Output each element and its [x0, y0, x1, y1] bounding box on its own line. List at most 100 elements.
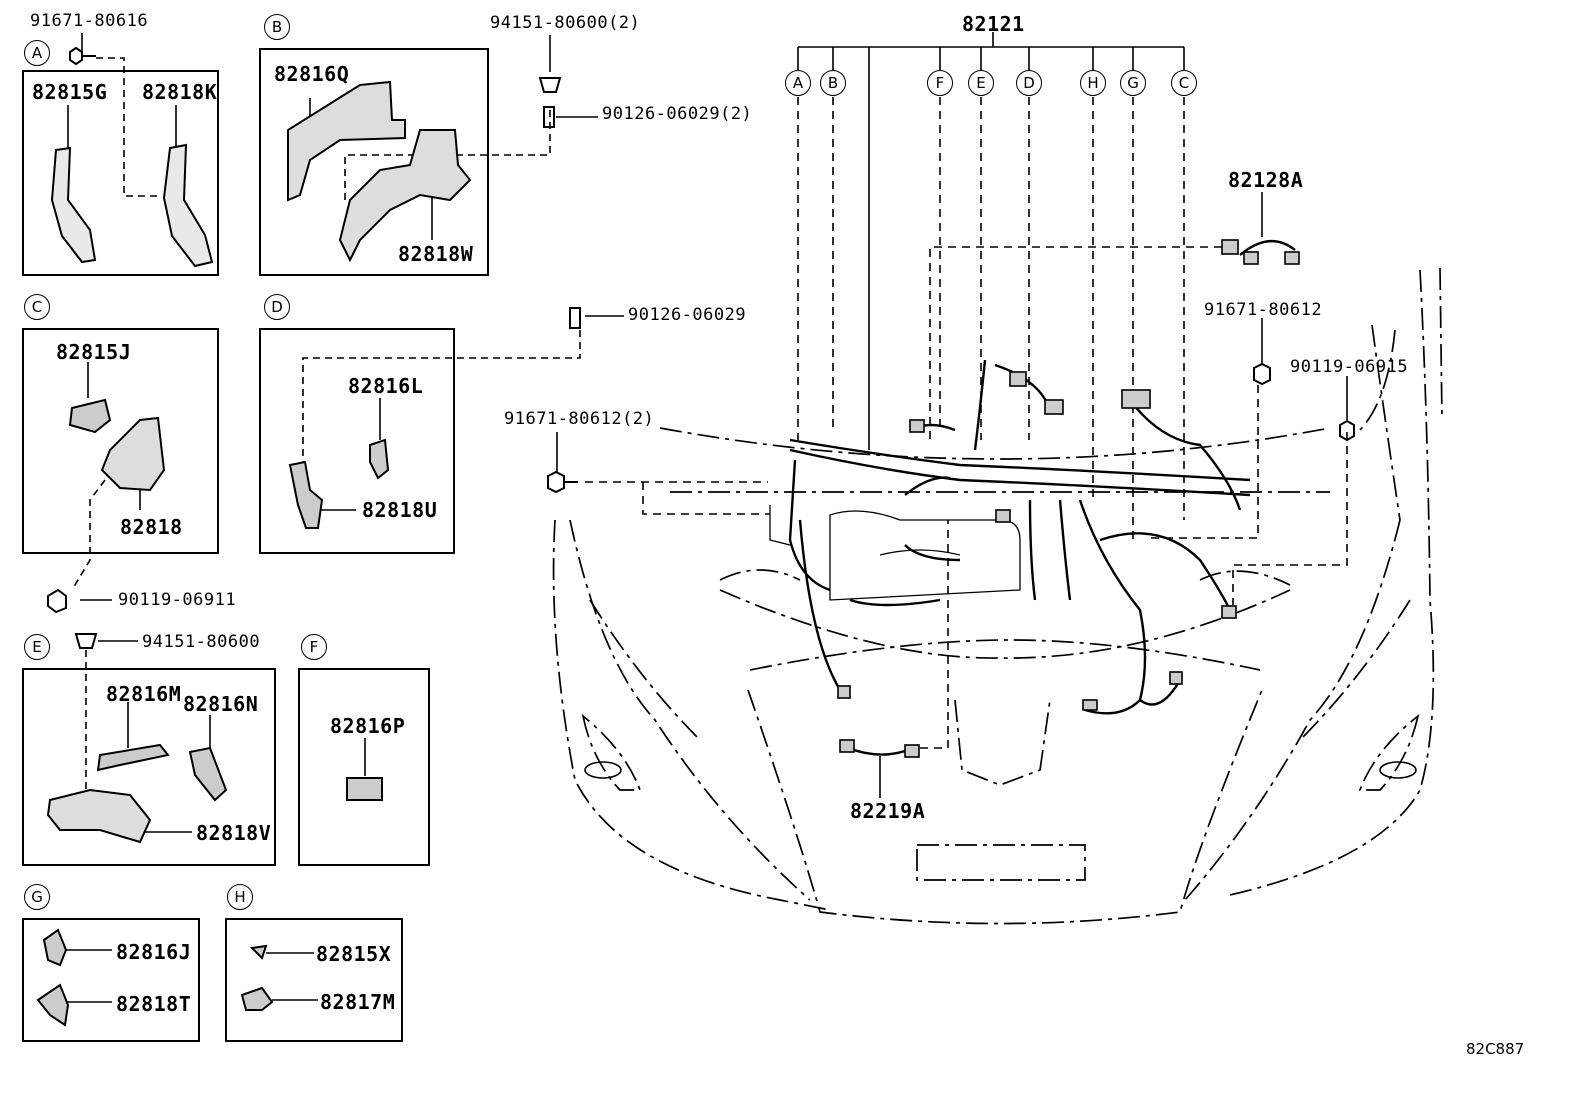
section-marker-B: B [264, 14, 290, 40]
part-82816J [42, 928, 68, 967]
branch-marker-A: A [785, 70, 811, 96]
part-82815J [68, 398, 112, 434]
connector-icon [1082, 699, 1098, 711]
section-box-E [22, 668, 276, 866]
section-marker-A: A [24, 40, 50, 66]
label-91671-80612[interactable]: 91671-80612 [1204, 300, 1323, 320]
vehicle-front-outline [552, 267, 1443, 925]
section-box-G [22, 918, 200, 1042]
connector-icon [837, 685, 851, 699]
section-marker-E: E [24, 634, 50, 660]
part-82818U [288, 460, 324, 529]
label-82816Q[interactable]: 82816Q [274, 62, 350, 86]
diagram-reference-code: 82C887 [1466, 1040, 1525, 1058]
label-90119-06915[interactable]: 90119-06915 [1290, 357, 1409, 377]
part-82818T [36, 983, 70, 1027]
engine-wire-harness [788, 239, 1296, 756]
branch-marker-F: F [927, 70, 953, 96]
connector-icon [909, 419, 925, 433]
label-82818W[interactable]: 82818W [398, 242, 474, 266]
label-82816J[interactable]: 82816J [116, 940, 192, 964]
label-82816P[interactable]: 82816P [330, 714, 406, 738]
section-marker-D: D [264, 294, 290, 320]
connector-icon [1243, 251, 1259, 265]
section-box-C [22, 328, 219, 554]
clip-icon [543, 106, 555, 128]
part-82816P [346, 777, 383, 801]
section-box-H [225, 918, 403, 1042]
label-90126-06029-2[interactable]: 90126-06029(2) [602, 104, 753, 124]
label-82817M[interactable]: 82817M [320, 990, 396, 1014]
label-82818T[interactable]: 82818T [116, 992, 192, 1016]
harness-bracket [797, 32, 1185, 450]
bolt-icon [547, 470, 578, 494]
section-marker-C: C [24, 294, 50, 320]
engine-detail [769, 505, 791, 546]
part-82817M [240, 986, 274, 1011]
label-82818[interactable]: 82818 [120, 515, 183, 539]
label-82816L[interactable]: 82816L [348, 374, 424, 398]
part-82818 [100, 416, 166, 492]
label-91671-80612-2[interactable]: 91671-80612(2) [504, 409, 655, 429]
label-82815G[interactable]: 82815G [32, 80, 108, 104]
branch-marker-C: C [1171, 70, 1197, 96]
label-82815X[interactable]: 82815X [316, 942, 392, 966]
label-82818K[interactable]: 82818K [142, 80, 218, 104]
section-box-F [298, 668, 430, 866]
fog-lamp-right [1379, 761, 1417, 779]
connector-icon [1169, 671, 1183, 685]
section-marker-G: G [24, 884, 50, 910]
label-82818V[interactable]: 82818V [196, 821, 272, 845]
clip-icon [569, 307, 581, 329]
section-box-A [22, 70, 219, 276]
bolt-icon [47, 588, 67, 614]
branch-marker-E: E [968, 70, 994, 96]
fog-lamp-left [584, 761, 622, 779]
bolt-icon [1339, 419, 1355, 442]
bolt-icon [1253, 362, 1271, 386]
part-82816N [188, 746, 228, 802]
section-marker-H: H [227, 884, 253, 910]
section-box-B [259, 48, 489, 276]
part-82815X [249, 944, 268, 960]
dashed-leader [71, 479, 106, 591]
label-82816N[interactable]: 82816N [183, 692, 259, 716]
connector-icon [1221, 605, 1237, 619]
section-box-D [259, 328, 455, 554]
label-94151-80600[interactable]: 94151-80600 [142, 632, 261, 652]
label-82128A[interactable]: 82128A [1228, 168, 1304, 192]
part-82816Q [287, 80, 406, 202]
label-82121[interactable]: 82121 [962, 12, 1025, 36]
label-82816M[interactable]: 82816M [106, 682, 182, 706]
part-82816L [369, 438, 390, 480]
dashed-leader [96, 57, 162, 197]
bolt-icon [69, 46, 96, 66]
label-90119-06911[interactable]: 90119-06911 [118, 590, 237, 610]
part-82818K [162, 143, 214, 268]
branch-marker-G: G [1120, 70, 1146, 96]
connector-icon [1221, 239, 1239, 255]
branch-marker-D: D [1016, 70, 1042, 96]
label-82219A[interactable]: 82219A [850, 799, 926, 823]
engine-detail [879, 549, 961, 556]
label-82818U[interactable]: 82818U [362, 498, 438, 522]
section-marker-F: F [301, 634, 327, 660]
label-90126-06029[interactable]: 90126-06029 [628, 305, 747, 325]
part-82818V [46, 788, 152, 844]
branch-marker-H: H [1080, 70, 1106, 96]
label-94151-80600-2[interactable]: 94151-80600(2) [490, 13, 641, 33]
connector-icon [1284, 251, 1300, 265]
label-82815J[interactable]: 82815J [56, 340, 132, 364]
part-82815G [50, 146, 97, 264]
dashed-leader [302, 330, 581, 465]
connector-icon [995, 509, 1011, 523]
connector-icon [839, 739, 855, 753]
part-82816M [96, 743, 170, 772]
connector-icon [1009, 371, 1027, 387]
connector-icon [1121, 389, 1151, 409]
connector-icon [904, 744, 920, 758]
connector-icon [1044, 399, 1064, 415]
nut-icon [538, 77, 562, 93]
label-91671-80616[interactable]: 91671-80616 [30, 11, 149, 31]
